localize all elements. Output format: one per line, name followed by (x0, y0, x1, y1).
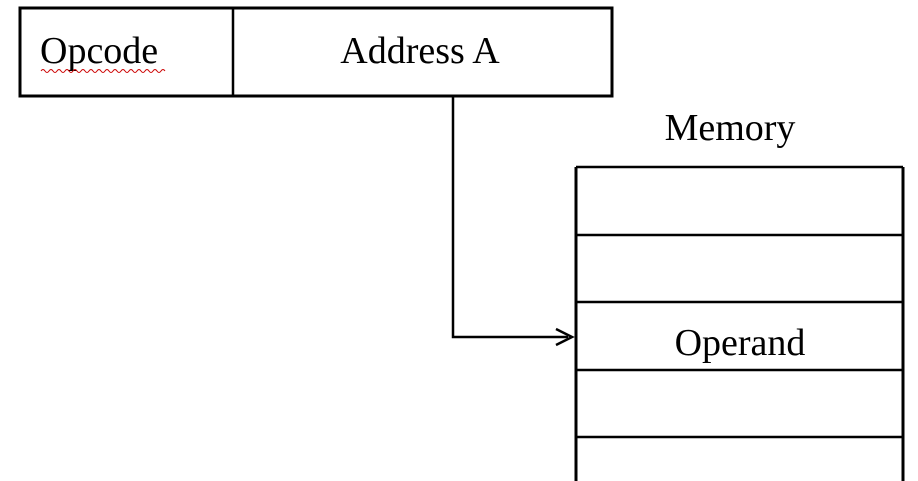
spellcheck-underline (40, 69, 166, 73)
address-pointer (451, 96, 575, 347)
memory-title: Memory (665, 107, 796, 149)
arrow-head-icon (555, 327, 575, 347)
address-field-label: Address A (340, 30, 500, 72)
memory: Memory Operand (574, 107, 905, 481)
instruction-box (18, 6, 614, 98)
opcode-field-label: Opcode (40, 30, 158, 72)
operand-cell-label: Operand (675, 322, 806, 364)
instruction-format: Opcode Address A (18, 6, 614, 98)
address-pointer-line (451, 96, 568, 339)
